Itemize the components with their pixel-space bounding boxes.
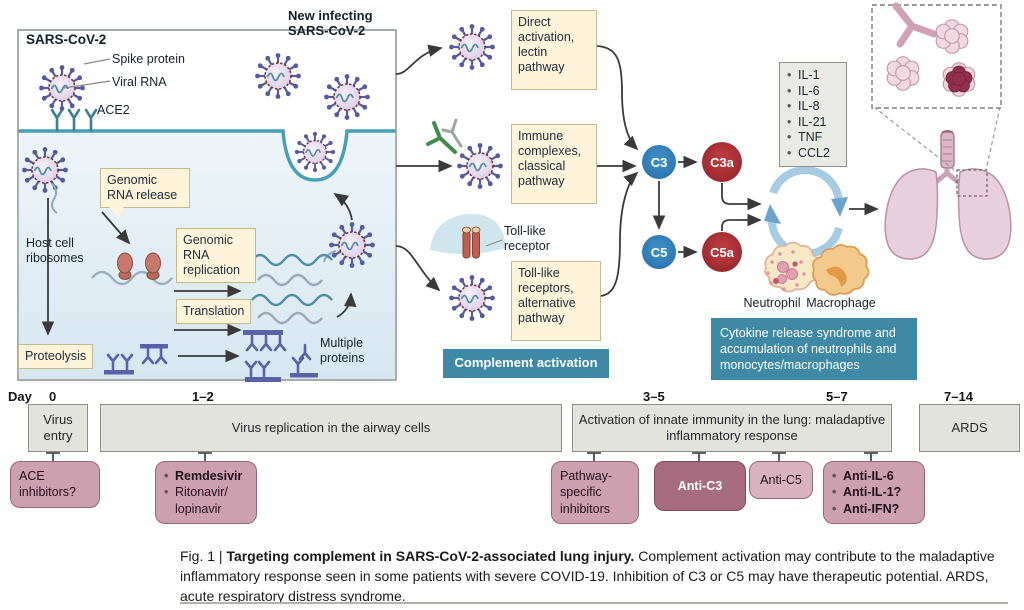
treatment-anti-cytokines: Anti-IL-6 Anti-IL-1? Anti-IFN? (823, 461, 925, 524)
day-1-2: 1–2 (192, 389, 214, 404)
caption-title: Targeting complement in SARS-CoV-2-assoc… (226, 548, 635, 564)
proteolysis-note: Proteolysis (18, 344, 94, 369)
cytokine-item: CCL2 (787, 146, 839, 162)
genomic-rna-release-note: Genomic RNA release (100, 168, 190, 218)
inhibition-connectors (46, 452, 878, 461)
macrophage-icon (811, 244, 870, 296)
viral-proteins (104, 330, 318, 382)
ribosomes-icon (91, 252, 173, 286)
multiple-proteins-label: Multiple proteins (320, 336, 365, 365)
neutrophil-label: Neutrophil (743, 296, 801, 310)
day-7-14: 7–14 (944, 389, 973, 404)
translation-note: Translation (176, 299, 252, 324)
new-infecting-label: New infecting SARS-CoV-2 (288, 8, 373, 38)
cell-membrane (18, 129, 396, 182)
ace2-label: ACE2 (97, 103, 130, 117)
day-label: Day (8, 389, 32, 404)
cytokine-item: TNF (787, 130, 839, 146)
treatment-ace-inhibitors: ACE inhibitors? (10, 461, 100, 508)
toll-like-receptor-icon (430, 213, 506, 259)
leader-lines (63, 58, 503, 247)
treatment-anti-c5: Anti-C5 (749, 461, 813, 499)
stage-virus-entry: Virus entry (28, 404, 88, 452)
anti-cytokine-item: Anti-IL-1? (832, 484, 916, 501)
figure-caption: Fig. 1 | Targeting complement in SARS-Co… (180, 547, 1008, 607)
day-3-5: 3–5 (643, 389, 665, 404)
neutrophil-icon (764, 241, 820, 293)
lectin-pathway-note: Direct activation, lectin pathway (511, 10, 597, 90)
treatment-anti-c3: Anti-C3 (654, 461, 746, 511)
treatment-antivirals: Remdesivir Ritonavir/ lopinavir (155, 461, 257, 524)
c3a-node: C3a (702, 142, 742, 182)
caption-body: Complement activation may contribute to … (180, 548, 995, 604)
c3-node: C3 (642, 145, 676, 179)
cytokine-item: IL-21 (787, 115, 839, 131)
c5-node: C5 (642, 235, 676, 269)
flow-arrows (41, 44, 879, 363)
rna-squiggles (251, 253, 333, 325)
genomic-rna-replication-note: Genomic RNA replication (176, 228, 256, 283)
complement-activation-box: Complement activation (443, 349, 609, 378)
cytokine-item: IL-6 (787, 84, 839, 100)
toll-like-receptor-label: Toll-like receptor (504, 224, 550, 253)
day-0: 0 (49, 389, 57, 404)
stage-innate-immunity: Activation of innate immunity in the lun… (572, 404, 892, 452)
antiviral-item: Remdesivir (164, 468, 248, 485)
antiviral-item: lopinavir (175, 501, 222, 516)
host-cell-ribosomes-label: Host cell ribosomes (26, 236, 84, 265)
caption-prefix: Fig. 1 | (180, 548, 227, 564)
cytokine-list: IL-1 IL-6 IL-8 IL-21 TNF CCL2 (779, 62, 847, 167)
spike-protein-label: Spike protein (112, 52, 185, 66)
antibody-icon (426, 118, 463, 154)
ace2-receptors (50, 108, 98, 132)
stage-virus-replication: Virus replication in the airway cells (100, 404, 562, 452)
stage-ards: ARDS (919, 404, 1020, 452)
amplification-cycle-icon (764, 166, 848, 258)
classical-pathway-note: Immune complexes, classical pathway (511, 124, 597, 204)
antiviral-item: Ritonavir/ (164, 484, 248, 501)
day-5-7: 5–7 (826, 389, 848, 404)
treatment-pathway-specific: Pathway-specific inhibitors (551, 461, 639, 524)
sars-cov-2-label: SARS-CoV-2 (26, 32, 107, 47)
viral-rna-label: Viral RNA (112, 75, 167, 89)
c5a-node: C5a (702, 232, 742, 272)
anti-cytokine-item: Anti-IL-6 (832, 468, 916, 485)
macrophage-label: Macrophage (806, 296, 876, 310)
cytokine-release-box: Cytokine release syndrome and accumulati… (711, 318, 917, 380)
anti-cytokine-item: Anti-IFN? (832, 501, 916, 518)
alternative-pathway-note: Toll-like receptors, alternative pathway (511, 261, 601, 341)
cytokine-item: IL-8 (787, 99, 839, 115)
cytokine-item: IL-1 (787, 68, 839, 84)
lungs-icon (884, 130, 1012, 260)
alveoli-inset (871, 2, 1002, 173)
caption-divider (180, 602, 1008, 604)
